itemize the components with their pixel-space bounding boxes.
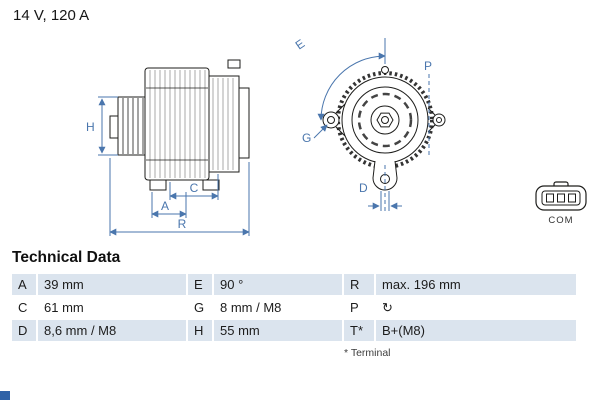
table-cell-value: max. 196 mm (376, 274, 576, 295)
table-cell-key: G (188, 297, 212, 318)
table-cell-key: D (12, 320, 36, 341)
table-cell-key: C (12, 297, 36, 318)
com-connector-icon: COM (535, 181, 587, 226)
dimension-label-c: C (190, 181, 199, 195)
dimension-label-d: D (359, 181, 368, 195)
table-cell-key: A (12, 274, 36, 295)
table-cell-value: 55 mm (214, 320, 342, 341)
side-view-dimension-lines (98, 96, 250, 236)
table-cell-key: T* (344, 320, 374, 341)
alternator-front-view (322, 66, 446, 191)
dimension-label-r: R (178, 217, 187, 231)
alternator-technical-drawing: H C A R (86, 36, 587, 236)
table-cell-value: 8,6 mm / M8 (38, 320, 186, 341)
table-cell-key: P (344, 297, 374, 318)
dimension-label-p: P (424, 59, 432, 73)
table-cell-value: 39 mm (38, 274, 186, 295)
pulley-type-icon: ↻ (376, 297, 576, 318)
technical-data-section: Technical Data A 39 mm E 90 ° R max. 196… (0, 249, 600, 359)
table-cell-value: B+(M8) (376, 320, 576, 341)
dimension-label-e: E (293, 36, 308, 52)
dimension-label-g: G (302, 131, 311, 145)
terminal-footnote: * Terminal (344, 347, 391, 359)
table-cell-value: 8 mm / M8 (214, 297, 342, 318)
brand-corner-mark (0, 391, 10, 400)
table-cell-key: R (344, 274, 374, 295)
technical-data-table: A 39 mm E 90 ° R max. 196 mm C 61 mm G 8… (12, 274, 576, 341)
diagram-area: 14 V, 120 A (13, 7, 587, 236)
spec-title: 14 V, 120 A (13, 7, 90, 24)
technical-data-heading: Technical Data (12, 249, 121, 266)
table-cell-key: E (188, 274, 212, 295)
com-connector-label: COM (548, 215, 573, 226)
alternator-side-view (109, 59, 250, 191)
front-view-dimension-lines (313, 38, 430, 214)
table-cell-value: 90 ° (214, 274, 342, 295)
table-cell-value: 61 mm (38, 297, 186, 318)
dimension-label-a: A (161, 199, 169, 213)
dimension-label-h: H (86, 120, 95, 134)
table-cell-key: H (188, 320, 212, 341)
